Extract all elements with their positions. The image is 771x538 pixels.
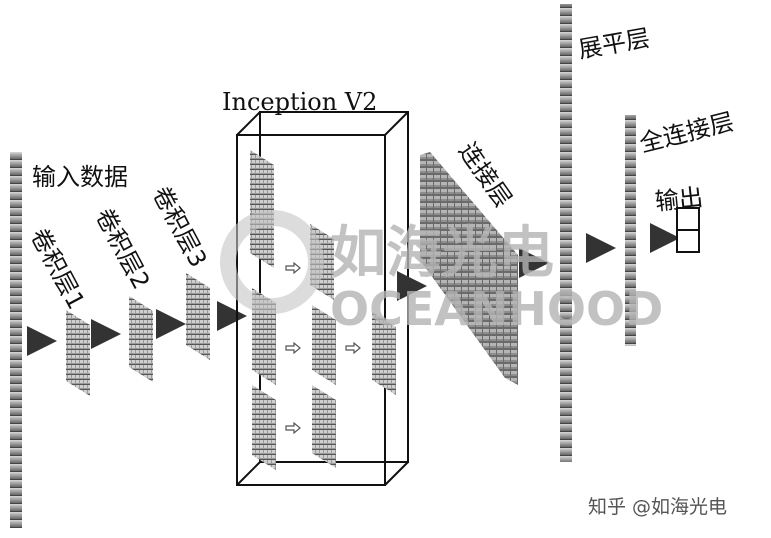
conv-layer-1: [66, 310, 90, 396]
footer-credit: 知乎 @如海光电: [588, 496, 727, 518]
feature-map: [372, 312, 396, 395]
watermark-cn: 如海光电: [330, 221, 554, 286]
watermark: 如海光电 OCEANHOOD: [220, 210, 663, 336]
flatten-layer-column: [560, 4, 572, 462]
feature-map: [312, 305, 336, 385]
conv3-label: 卷积层3: [147, 182, 213, 272]
inception-box: [236, 111, 409, 486]
output-box: [676, 207, 700, 253]
input-data-label: 输入数据: [32, 163, 128, 191]
watermark-en: OCEANHOOD: [330, 282, 663, 336]
flatten-layer-label: 展平层: [576, 24, 652, 64]
conv1-label: 卷积层1: [25, 224, 91, 314]
connection-layer-block: [420, 152, 518, 385]
arrow-icon: [285, 341, 301, 355]
feature-map: [250, 150, 274, 268]
hollow-arrows: [285, 261, 361, 435]
arrow-icon: [285, 261, 301, 275]
conv-layer-3: [186, 273, 210, 360]
watermark-logo-icon: [220, 210, 324, 314]
arrow-icon: [285, 421, 301, 435]
feature-map: [252, 385, 276, 470]
fully-connected-column: [625, 115, 636, 346]
fully-connected-label: 全连接层: [637, 107, 737, 157]
input-data-column: [10, 152, 22, 528]
conv2-label: 卷积层2: [90, 204, 156, 294]
feature-map: [312, 385, 336, 468]
arrow-icon: [345, 341, 361, 355]
inception-feature-maps: [250, 150, 396, 470]
conv-layer-2: [129, 296, 153, 382]
